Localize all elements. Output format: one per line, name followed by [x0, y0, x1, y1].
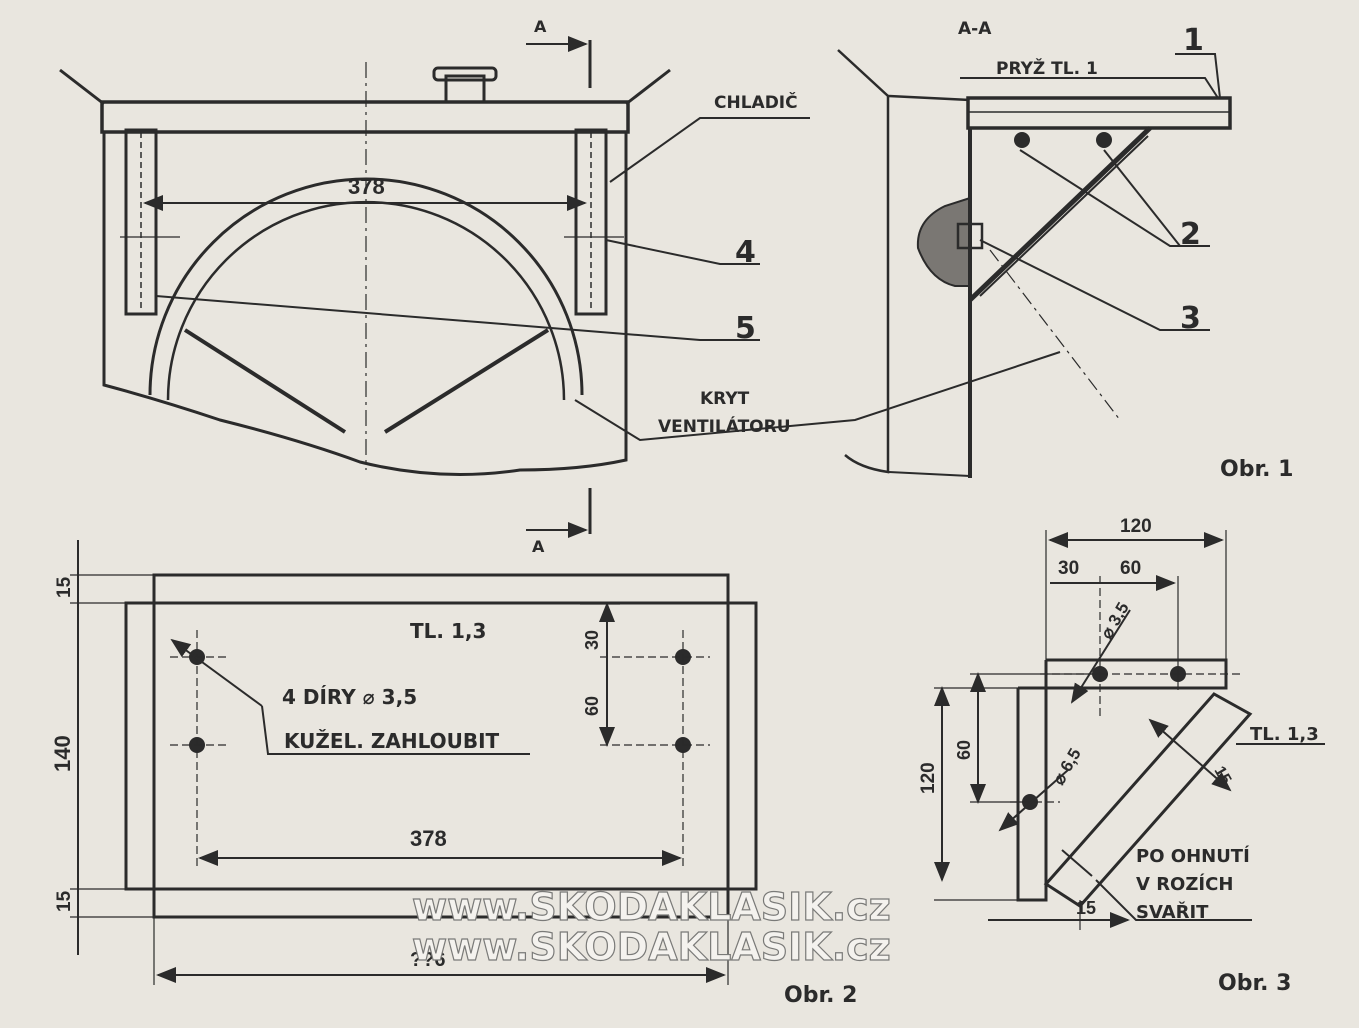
caption-obr-2: Obr. 2 — [784, 983, 858, 1008]
fig3-dimension-120-left: 120 — [918, 762, 939, 794]
fig1-front-view — [59, 36, 1061, 538]
fig3-dimension-120-top: 120 — [1120, 516, 1152, 537]
fig2-dimension-30: 30 — [582, 630, 602, 650]
watermark-line-2: www.SKODAKLASIK.cz — [412, 925, 891, 969]
callout-4: 4 — [735, 235, 756, 270]
fig3-dimension-60-left: 60 — [954, 740, 974, 760]
fig2-dimension-overall: ??6 — [410, 949, 446, 971]
fig2-plate-view — [70, 540, 758, 985]
fig3-note-line3: SVAŘIT — [1136, 901, 1209, 923]
label-chladic: CHLADIČ — [714, 91, 798, 113]
fig2-dimension-15-top: 15 — [54, 576, 75, 598]
watermark-line-1: www.SKODAKLASIK.cz — [412, 885, 891, 929]
fig3-note-line2: V ROZÍCH — [1136, 873, 1233, 895]
fig2-countersink-label: KUŽEL. ZAHLOUBIT — [284, 729, 500, 753]
fig3-dimension-15-diagonal: 15 — [1211, 764, 1235, 788]
fig2-dimension-60: 60 — [582, 696, 602, 716]
fig1-section-view — [837, 49, 1232, 478]
fig3-dimension-30: 30 — [1058, 558, 1079, 579]
fig3-dimension-15-bottom: 15 — [1076, 898, 1096, 918]
caption-obr-1: Obr. 1 — [1220, 457, 1294, 482]
fig3-dimension-d65: ⌀ 6,5 — [1049, 745, 1085, 788]
fig2-dimension-15-bottom: 15 — [54, 890, 75, 912]
callout-5: 5 — [735, 311, 756, 346]
fig3-dimension-60: 60 — [1120, 558, 1141, 579]
caption-obr-3: Obr. 3 — [1218, 971, 1292, 996]
fig1-dimension-378: 378 — [348, 174, 385, 199]
fig2-dimension-378: 378 — [410, 826, 447, 851]
fig3-thickness-label: TL. 1,3 — [1250, 724, 1319, 745]
callout-3: 3 — [1180, 301, 1201, 336]
fig2-holes-label: 4 DÍRY ⌀ 3,5 — [282, 685, 417, 709]
fig3-dimension-d35: ⌀ 3,5 — [1097, 599, 1133, 642]
section-marker-a-bottom: A — [532, 537, 545, 556]
section-marker-a-top: A — [534, 17, 547, 36]
callout-1: 1 — [1183, 23, 1204, 58]
label-kryt: KRYT — [700, 389, 750, 409]
fig2-dimension-140: 140 — [50, 735, 75, 772]
fig2-thickness-label: TL. 1,3 — [410, 619, 486, 643]
callout-2: 2 — [1180, 217, 1201, 252]
fig3-bracket-view — [934, 530, 1325, 930]
section-title-aa: A-A — [958, 19, 992, 39]
label-pryz: PRYŽ TL. 1 — [996, 57, 1098, 79]
label-ventilatoru: VENTILÁTORU — [658, 415, 791, 437]
fig3-note-line1: PO OHNUTÍ — [1136, 845, 1250, 867]
